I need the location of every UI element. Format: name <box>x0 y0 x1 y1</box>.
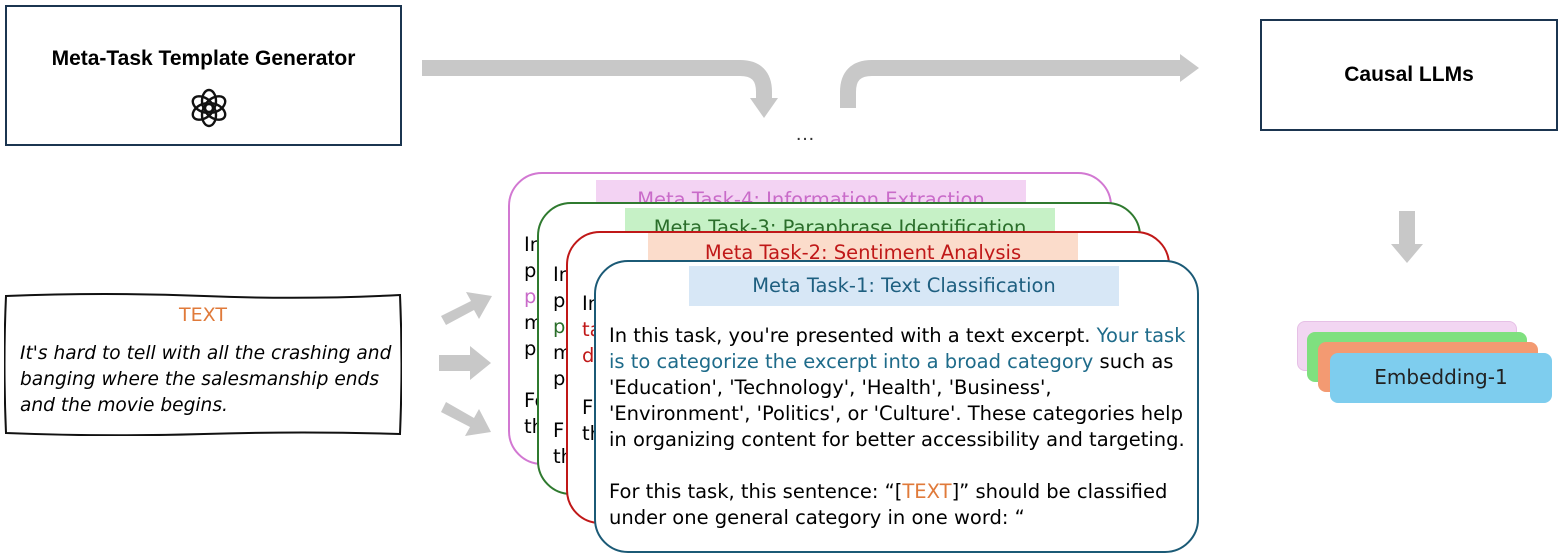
card3-text-fragment: p <box>553 367 566 390</box>
embedding-label: Embedding-1 <box>1374 365 1508 389</box>
prompt-suffix: ]” should be classified under one genera… <box>609 480 1168 529</box>
openai-logo-icon <box>191 88 227 128</box>
text-to-tasks-arrow-upper <box>441 292 492 325</box>
card3-text-fragment: p <box>553 289 566 312</box>
task-instruction: In this task, you're presented with a te… <box>609 323 1194 453</box>
card2-text-fragment: F <box>582 396 594 419</box>
instruction-rest: such as 'Education', 'Technology', 'Heal… <box>609 350 1185 451</box>
card3-text-fragment: F <box>553 419 565 442</box>
task-prompt: For this task, this sentence: “[TEXT]” s… <box>609 479 1194 531</box>
generator-title: Meta-Task Template Generator <box>51 47 356 70</box>
input-text-box: TEXT It's hard to tell with all the cras… <box>4 293 402 436</box>
llm-title: Causal LLMs <box>1344 63 1474 86</box>
card4-text-fragment: p <box>524 285 537 308</box>
text-to-tasks-arrow-lower <box>441 402 491 436</box>
template-generator-box: Meta-Task Template Generator <box>5 5 402 146</box>
wavy-border <box>4 293 402 436</box>
prompt-text-placeholder: TEXT <box>902 480 952 503</box>
text-label: TEXT <box>179 304 227 326</box>
card2-text-fragment: d <box>582 344 595 367</box>
card3-text-fragment: p <box>553 315 566 338</box>
ellipsis: … <box>795 123 815 145</box>
instruction-intro: In this task, you're presented with a te… <box>609 324 1097 347</box>
spacer <box>609 453 1194 479</box>
arrow-head-down <box>750 98 778 118</box>
prompt-prefix: For this task, this sentence: “[ <box>609 480 903 503</box>
text-to-tasks-arrow-middle <box>439 346 491 380</box>
card4-text-fragment: p <box>524 337 537 360</box>
input-sentence: It's hard to tell with all the crashing … <box>20 343 392 416</box>
arrow-head-right <box>1180 54 1199 82</box>
instruction-highlight: Your task is to categorize the excerpt i… <box>609 324 1186 373</box>
causal-llms-box: Causal LLMs <box>1260 19 1558 131</box>
tasks-to-llm-arrow <box>840 60 1180 108</box>
llm-to-embedding-arrow <box>1391 244 1423 263</box>
meta-task-1-card: Meta Task-1: Text Classification In this… <box>594 260 1199 553</box>
meta-task-1-title: Meta Task-1: Text Classification <box>689 266 1119 306</box>
card4-text-fragment: p <box>524 259 537 282</box>
generator-to-tasks-arrow <box>422 60 772 100</box>
meta-task-1-body: In this task, you're presented with a te… <box>609 323 1194 531</box>
embedding-layer-1: Embedding-1 <box>1330 353 1552 403</box>
